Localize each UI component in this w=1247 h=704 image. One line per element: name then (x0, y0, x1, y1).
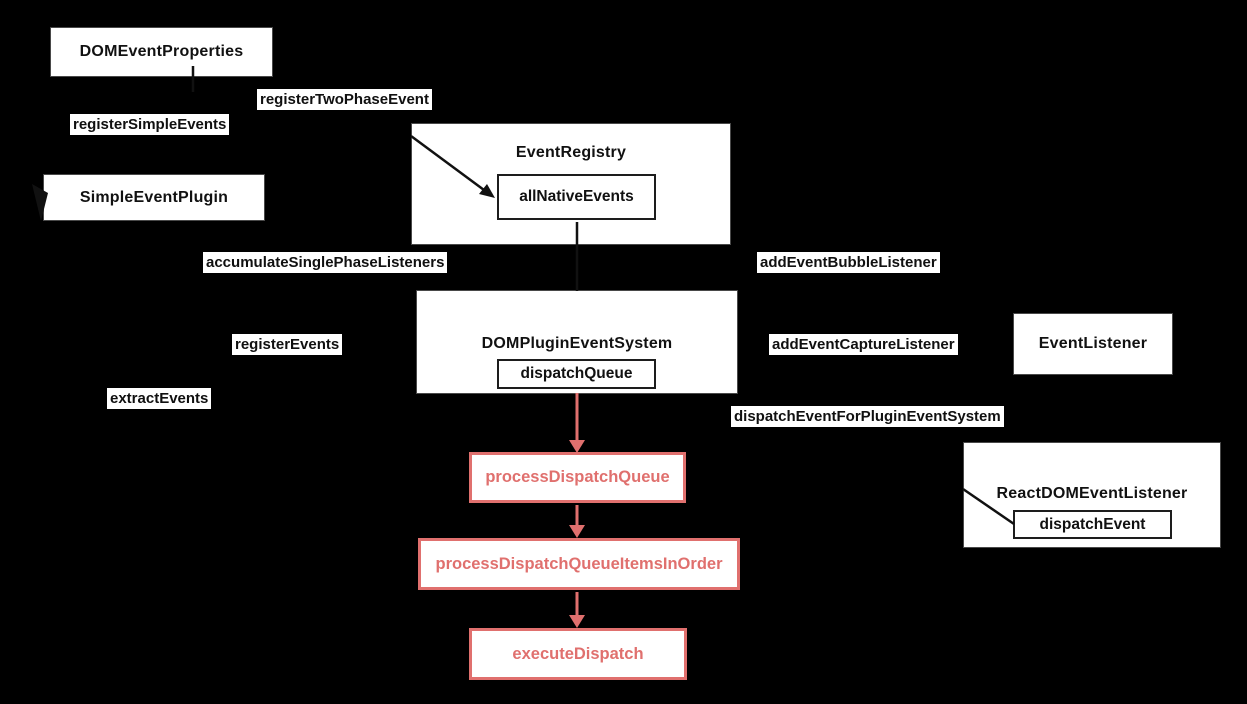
event-registry-title: EventRegistry (515, 144, 627, 161)
node-execute-dispatch: executeDispatch (469, 628, 687, 680)
dom-plugin-event-system-title: DOMPluginEventSystem (481, 335, 673, 352)
label-register-simple-events: registerSimpleEvents (70, 114, 230, 135)
label-add-event-capture-listener: addEventCaptureListener (769, 334, 958, 355)
label-accumulate-single-phase-listeners: accumulateSinglePhaseListeners (203, 252, 448, 273)
label-add-event-bubble-listener: addEventBubbleListener (757, 252, 940, 273)
node-dom-event-properties: DOMEventProperties (50, 27, 273, 77)
member-all-native-events: allNativeEvents (497, 174, 656, 220)
member-dispatch-event: dispatchEvent (1013, 510, 1172, 539)
arrowhead-to-items-in-order (569, 525, 585, 538)
member-dispatch-queue: dispatchQueue (497, 359, 656, 389)
label-dispatch-event-for-plugin-event-system: dispatchEventForPluginEventSystem (731, 406, 1004, 427)
arrowhead-to-execute-dispatch (569, 615, 585, 628)
node-event-listener: EventListener (1013, 313, 1173, 375)
node-process-dispatch-queue-items-in-order: processDispatchQueueItemsInOrder (418, 538, 740, 590)
label-extract-events: extractEvents (107, 388, 212, 409)
node-simple-event-plugin: SimpleEventPlugin (43, 174, 265, 221)
label-register-two-phase-event: registerTwoPhaseEvent (257, 89, 432, 110)
react-dom-event-listener-title: ReactDOMEventListener (996, 485, 1188, 502)
node-process-dispatch-queue: processDispatchQueue (469, 452, 686, 503)
label-register-events: registerEvents (232, 334, 343, 355)
